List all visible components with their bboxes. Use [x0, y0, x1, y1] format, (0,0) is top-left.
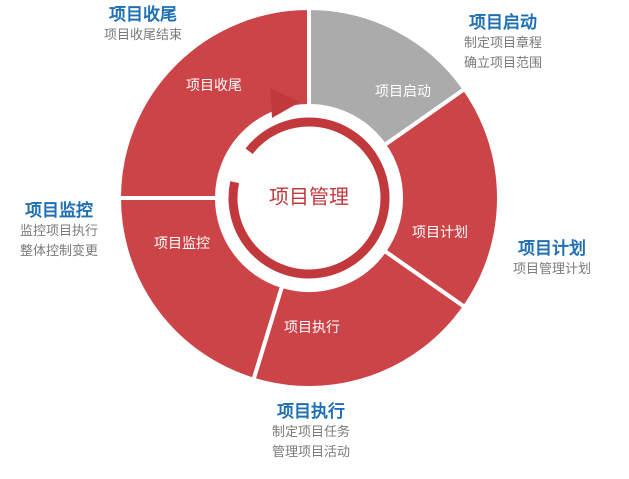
- callout-line: 项目收尾结束: [103, 28, 182, 43]
- callout-line: 确立项目范围: [463, 56, 542, 71]
- callout-planning: 项目计划 项目管理计划: [492, 238, 612, 280]
- cycle-ring: [219, 88, 399, 288]
- callout-line: 项目管理计划: [512, 262, 591, 277]
- callout-title: 项目收尾: [109, 5, 177, 25]
- callout-line: 管理项目活动: [271, 445, 350, 460]
- callout-line: 整体控制变更: [19, 244, 98, 259]
- cycle-ring-arc: [228, 117, 390, 279]
- callout-executing: 项目执行 制定项目任务 管理项目活动: [251, 401, 371, 463]
- callout-title: 项目启动: [469, 13, 537, 33]
- phase-label-initiating: 项目启动: [375, 84, 431, 100]
- hub-disk: [219, 108, 399, 288]
- phase-label-closing: 项目收尾: [186, 78, 242, 94]
- phase-segment-executing: [250, 247, 468, 390]
- callout-monitoring: 项目监控 监控项目执行 整体控制变更: [4, 200, 114, 262]
- phase-segment-monitoring: [116, 196, 285, 383]
- phase-segment-closing: [116, 5, 311, 200]
- callout-title: 项目执行: [277, 402, 345, 422]
- callout-closing: 项目收尾 项目收尾结束: [78, 4, 208, 46]
- phase-label-executing: 项目执行: [284, 320, 340, 336]
- center-label: 项目管理: [269, 185, 349, 209]
- callout-line: 监控项目执行: [19, 224, 98, 239]
- callout-line: 制定项目章程: [463, 36, 542, 51]
- phase-segment-planning: [381, 86, 501, 310]
- callout-title: 项目计划: [518, 239, 586, 259]
- callout-title: 项目监控: [25, 201, 93, 221]
- callout-line: 制定项目任务: [271, 425, 350, 440]
- callout-initiating: 项目启动 制定项目章程 确立项目范围: [438, 12, 568, 74]
- phase-label-planning: 项目计划: [412, 225, 468, 241]
- phase-label-monitoring: 项目监控: [154, 236, 210, 252]
- cycle-arrow-icon: [270, 88, 300, 118]
